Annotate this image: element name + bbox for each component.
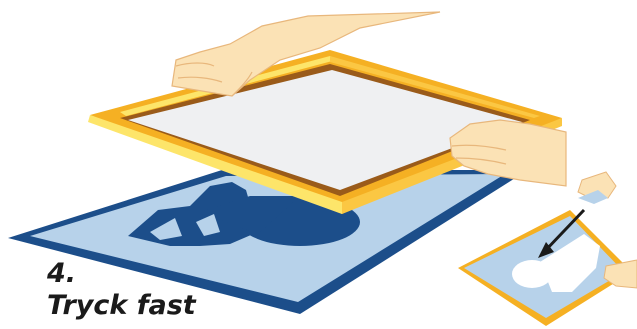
- step-caption: 4. Tryck fast: [47, 258, 196, 322]
- large-stencil-sheet: [8, 170, 528, 314]
- screen-frame: [88, 50, 562, 214]
- left-hand-icon: [171, 11, 441, 97]
- right-hand-icon: [449, 119, 567, 187]
- small-hand-right-icon: [603, 259, 637, 289]
- inset-illustration: [458, 171, 637, 326]
- small-hand-icon: [577, 171, 617, 204]
- step-number: 4.: [47, 258, 77, 289]
- inset-print-shape: [512, 234, 600, 292]
- step-title: Tryck fast: [47, 290, 196, 321]
- arrow-icon: [538, 208, 586, 258]
- stencil-print-shape: [128, 182, 360, 246]
- stencil-cutout: [150, 214, 220, 240]
